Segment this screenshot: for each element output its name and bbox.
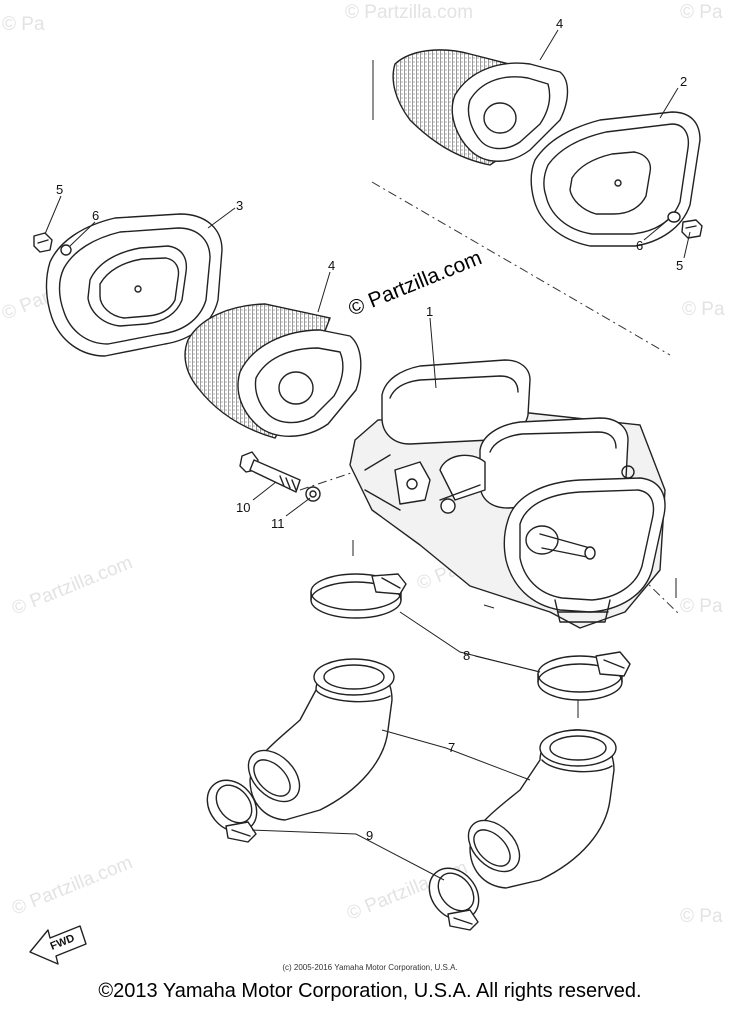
svg-text:© Partzilla.com: © Partzilla.com [9, 852, 136, 919]
copyright-notice: ©2013 Yamaha Motor Corporation, U.S.A. A… [98, 980, 642, 1002]
watermark: © Partzilla.com [345, 246, 485, 320]
callout-2: 2 [680, 74, 687, 89]
washer-right [667, 211, 681, 223]
small-credit: (c) 2005-2016 Yamaha Motor Corporation, … [282, 963, 457, 972]
callout-3: 3 [236, 198, 243, 213]
callout-5-right: 5 [676, 258, 683, 273]
air-filter-element-top [392, 49, 569, 166]
hose-clamp-lower [537, 651, 631, 701]
svg-text:© Partzilla.com: © Partzilla.com [9, 552, 136, 619]
air-cleaner-cover-right [530, 111, 701, 247]
svg-text:© Pa: © Pa [680, 906, 723, 927]
air-cleaner-case [349, 359, 666, 629]
callout-1: 1 [426, 304, 433, 319]
callout-7: 7 [448, 740, 455, 755]
svg-text:© Pa: © Pa [680, 596, 723, 617]
air-cleaner-cover-left [45, 213, 223, 357]
callout-numbers: 1 2 3 4 4 5 5 6 6 7 8 9 10 11 [56, 16, 687, 843]
svg-text:© Pa: © Pa [680, 2, 723, 23]
callout-8: 8 [463, 648, 470, 663]
callout-10: 10 [236, 500, 250, 515]
bolt-washer [305, 486, 321, 502]
callout-9: 9 [366, 828, 373, 843]
callout-leaders [44, 29, 691, 881]
fwd-arrow-icon: FWD [29, 925, 87, 965]
callout-11: 11 [271, 516, 285, 531]
svg-text:© Partzilla.com: © Partzilla.com [345, 2, 473, 23]
hose-clamp-upper [310, 573, 407, 619]
small-clamp-left [206, 779, 258, 843]
air-filter-element-middle [184, 303, 362, 439]
svg-text:© Pa: © Pa [682, 299, 725, 320]
callout-5-left: 5 [56, 182, 63, 197]
callout-6-right: 6 [636, 238, 643, 253]
intake-joint-left [247, 658, 395, 821]
svg-text:© Pa: © Pa [2, 14, 45, 35]
callout-4-middle: 4 [328, 258, 335, 273]
callout-4-top: 4 [556, 16, 563, 31]
bolt-left [33, 232, 53, 253]
intake-joint-right [467, 729, 617, 889]
callout-6-left: 6 [92, 208, 99, 223]
washer-left [60, 244, 72, 256]
bolt-right [681, 219, 703, 239]
small-clamp-right [428, 867, 480, 931]
long-bolt [239, 451, 301, 493]
